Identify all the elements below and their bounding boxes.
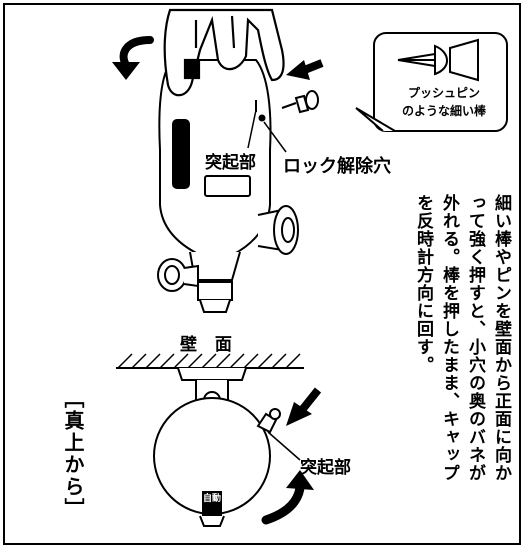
- callout-pin: [397, 38, 479, 82]
- instruction-col-4: を反時計方向に回す。: [413, 194, 433, 374]
- protrusion-label: 突起部: [205, 153, 256, 173]
- protrusion-label-top: 突起部: [300, 458, 351, 478]
- leader-protrusion-top: [267, 431, 301, 461]
- push-arrow-top: [286, 59, 324, 80]
- instruction-text: 細い棒やピンを壁面から正面に向か って強く押すと、小穴の奥のバネが 外れる。棒を…: [372, 194, 512, 534]
- callout-line-1: プッシュピン: [407, 86, 480, 100]
- rotate-arrow-top-head: [112, 62, 140, 80]
- instruction-col-2: って強く押すと、小穴の奥のバネが: [465, 194, 485, 482]
- wall-label: 壁 面: [180, 335, 238, 355]
- instruction-col-3: 外れる。棒を押したまま、キャップ: [439, 194, 459, 482]
- push-arrow-bottom: [286, 387, 322, 426]
- rotate-arrow-bottom: [261, 470, 314, 525]
- leader-lock-hole: [263, 121, 287, 153]
- body-plate: [204, 175, 251, 197]
- lock-release-hole: [258, 114, 266, 122]
- lock-hole-label: ロック解除穴: [283, 156, 391, 177]
- top-view-label: ［真上から］: [61, 388, 85, 520]
- figure-frame: [3, 3, 521, 545]
- auto-badge: 自動: [203, 494, 222, 504]
- valve-side-view: [157, 59, 299, 313]
- bottom-nut: [197, 281, 233, 301]
- instruction-col-1: 細い棒やピンを壁面から正面に向か: [491, 194, 511, 482]
- leader-protrusion: [247, 109, 257, 149]
- callout-line-2: のような細い棒: [401, 104, 486, 118]
- viewing-window: [172, 119, 190, 189]
- wall-surface: [116, 353, 304, 369]
- wall-mount: [177, 367, 247, 381]
- hand: [163, 8, 285, 97]
- push-pin: [281, 90, 319, 114]
- callout-label: プッシュピン のような細い棒: [386, 84, 502, 120]
- valve-top-view: [153, 367, 281, 527]
